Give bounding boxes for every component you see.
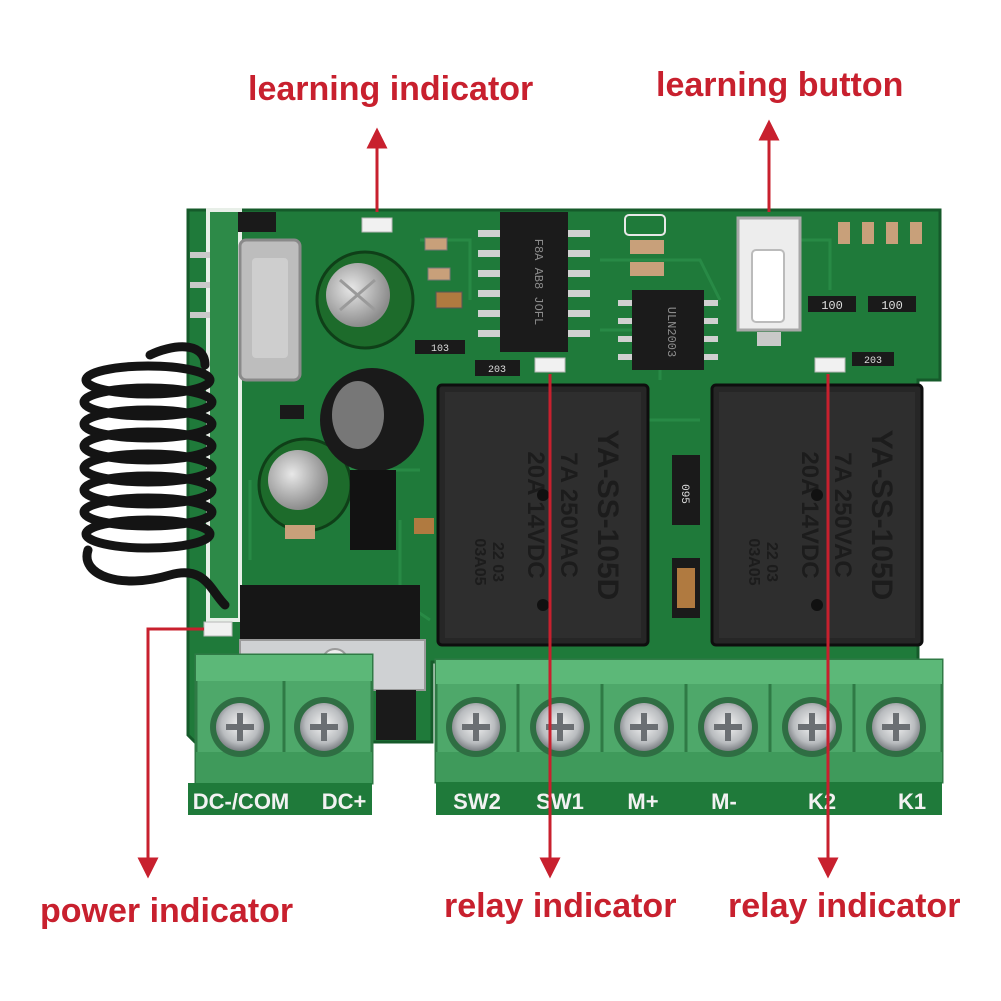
relay-left-rating-dc: 20A 14VDC [522,451,549,578]
relay-right: YA-SS-105D 7A 250VAC 20A 14VDC 22 03 03A… [710,383,924,647]
ic-uln: ULN2003 [618,290,718,370]
relay-right-model: YA-SS-105D [865,430,898,601]
callout-power-indicator: power indicator [40,892,294,930]
callout-learning-indicator: learning indicator [248,70,534,108]
relay-left-date-bottom: 03A05 [471,538,488,585]
pin-header [190,252,210,318]
pcb-label-strip [188,782,942,815]
label-dc-plus: DC+ [322,789,367,814]
label-sw1: SW1 [536,789,584,814]
label-m-minus: M- [711,789,737,814]
relay-right-rating-ac: 7A 250VAC [829,452,856,577]
callout-relay-indicator-2: relay indicator [728,887,961,925]
label-dc-minus-com: DC-/COM [193,789,290,814]
label-m-plus: M+ [627,789,658,814]
ic-uln-label: ULN2003 [664,307,678,357]
power-indicator-led [203,621,233,637]
callout-relay-indicator-1: relay indicator [444,887,677,925]
callout-learning-button: learning button [656,66,904,104]
relay-left-model: YA-SS-105D [591,430,624,601]
learning-indicator-led [361,217,393,233]
smd-parts: 103 203 100 100 203 095 [280,214,922,618]
relay-left-rating-ac: 7A 250VAC [555,452,582,577]
relay-indicator-led-1 [534,357,566,373]
resistor-103-label: 103 [431,344,449,355]
resistor-203-a-label: 203 [488,365,506,376]
label-sw2: SW2 [453,789,501,814]
capacitor-top [315,250,415,350]
learning-button-switch [736,216,802,346]
relay-right-date-bottom: 03A05 [745,538,762,585]
relay-left: YA-SS-105D 7A 250VAC 20A 14VDC 22 03 03A… [436,383,650,647]
resistor-100-a-label: 100 [821,299,843,313]
relay-right-rating-dc: 20A 14VDC [796,451,823,578]
label-k1: K1 [898,789,926,814]
arrow-power-indicator [137,627,204,879]
ic-main-label: F8A AB8 JOFL [531,239,545,325]
relay-left-date-top: 22 03 [489,542,506,582]
label-k2: K2 [808,789,836,814]
resistor-100-b-label: 100 [881,299,903,313]
resistor-095-label: 095 [678,484,690,504]
terminal-block-relays [434,658,944,784]
relay-right-date-top: 22 03 [763,542,780,582]
antenna-coil [79,342,230,610]
inductor [320,368,424,550]
resistor-203-b-label: 203 [864,356,882,367]
screws [210,697,926,757]
relay-indicator-led-2 [814,357,846,373]
ic-main: F8A AB8 JOFL [478,212,590,352]
